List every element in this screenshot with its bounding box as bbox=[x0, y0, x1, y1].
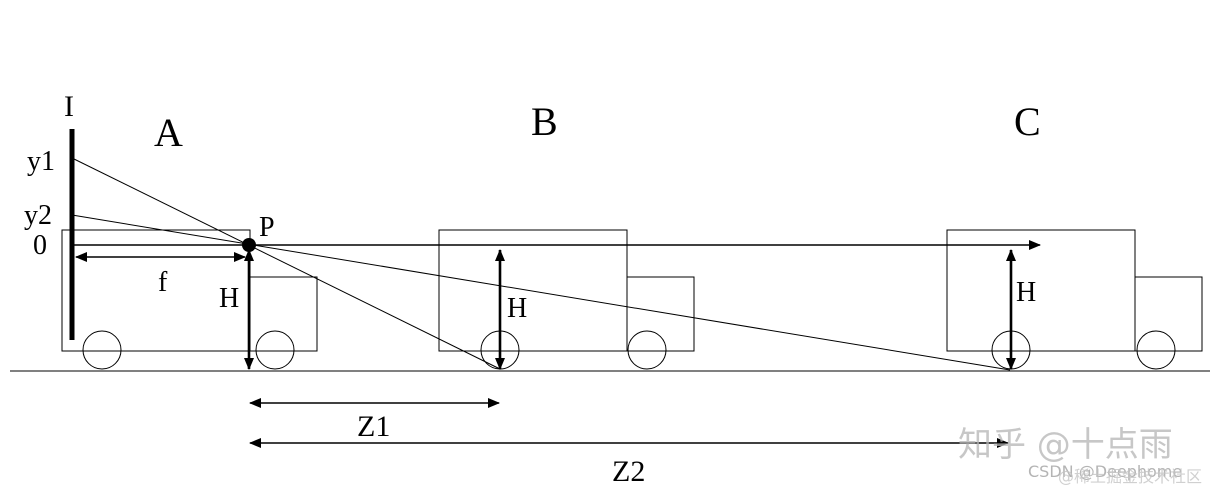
car-a-cab bbox=[249, 276, 318, 352]
car-b-front-wheel bbox=[627, 330, 667, 370]
car-a-rear-wheel bbox=[82, 330, 122, 370]
label-focal: f bbox=[158, 267, 168, 298]
car-c-cab bbox=[1134, 276, 1203, 352]
label-car-a: A bbox=[154, 110, 183, 155]
ray-y1-to-b bbox=[71, 157, 501, 370]
watermark-zhihu: 知乎 @十点雨 bbox=[958, 425, 1173, 465]
watermark-overlay: @稀土掘金技术社区 bbox=[1058, 467, 1202, 486]
car-a-front-wheel bbox=[255, 330, 295, 370]
label-z2: Z2 bbox=[612, 455, 645, 488]
car-b bbox=[438, 229, 695, 370]
car-c bbox=[946, 229, 1203, 370]
watermark-csdn: CSDN @Deephome bbox=[1028, 462, 1182, 481]
label-point-p: P bbox=[259, 212, 275, 243]
label-car-c: C bbox=[1014, 99, 1041, 144]
label-y2: y2 bbox=[24, 200, 52, 231]
label-z1: Z1 bbox=[357, 410, 390, 443]
car-c-front-wheel bbox=[1136, 330, 1176, 370]
car-c-body bbox=[946, 229, 1136, 352]
label-height-a: H bbox=[219, 283, 239, 314]
car-b-cab bbox=[626, 276, 695, 352]
label-y1: y1 bbox=[27, 146, 55, 177]
car-a bbox=[61, 229, 318, 370]
label-height-b: H bbox=[507, 293, 527, 324]
pinhole-point bbox=[242, 238, 256, 252]
ray-y2-to-c bbox=[71, 214, 1011, 371]
label-zero: 0 bbox=[33, 230, 47, 261]
label-height-c: H bbox=[1016, 277, 1036, 308]
label-car-b: B bbox=[531, 99, 558, 144]
car-b-body bbox=[438, 229, 628, 352]
label-image-plane: I bbox=[64, 90, 74, 123]
